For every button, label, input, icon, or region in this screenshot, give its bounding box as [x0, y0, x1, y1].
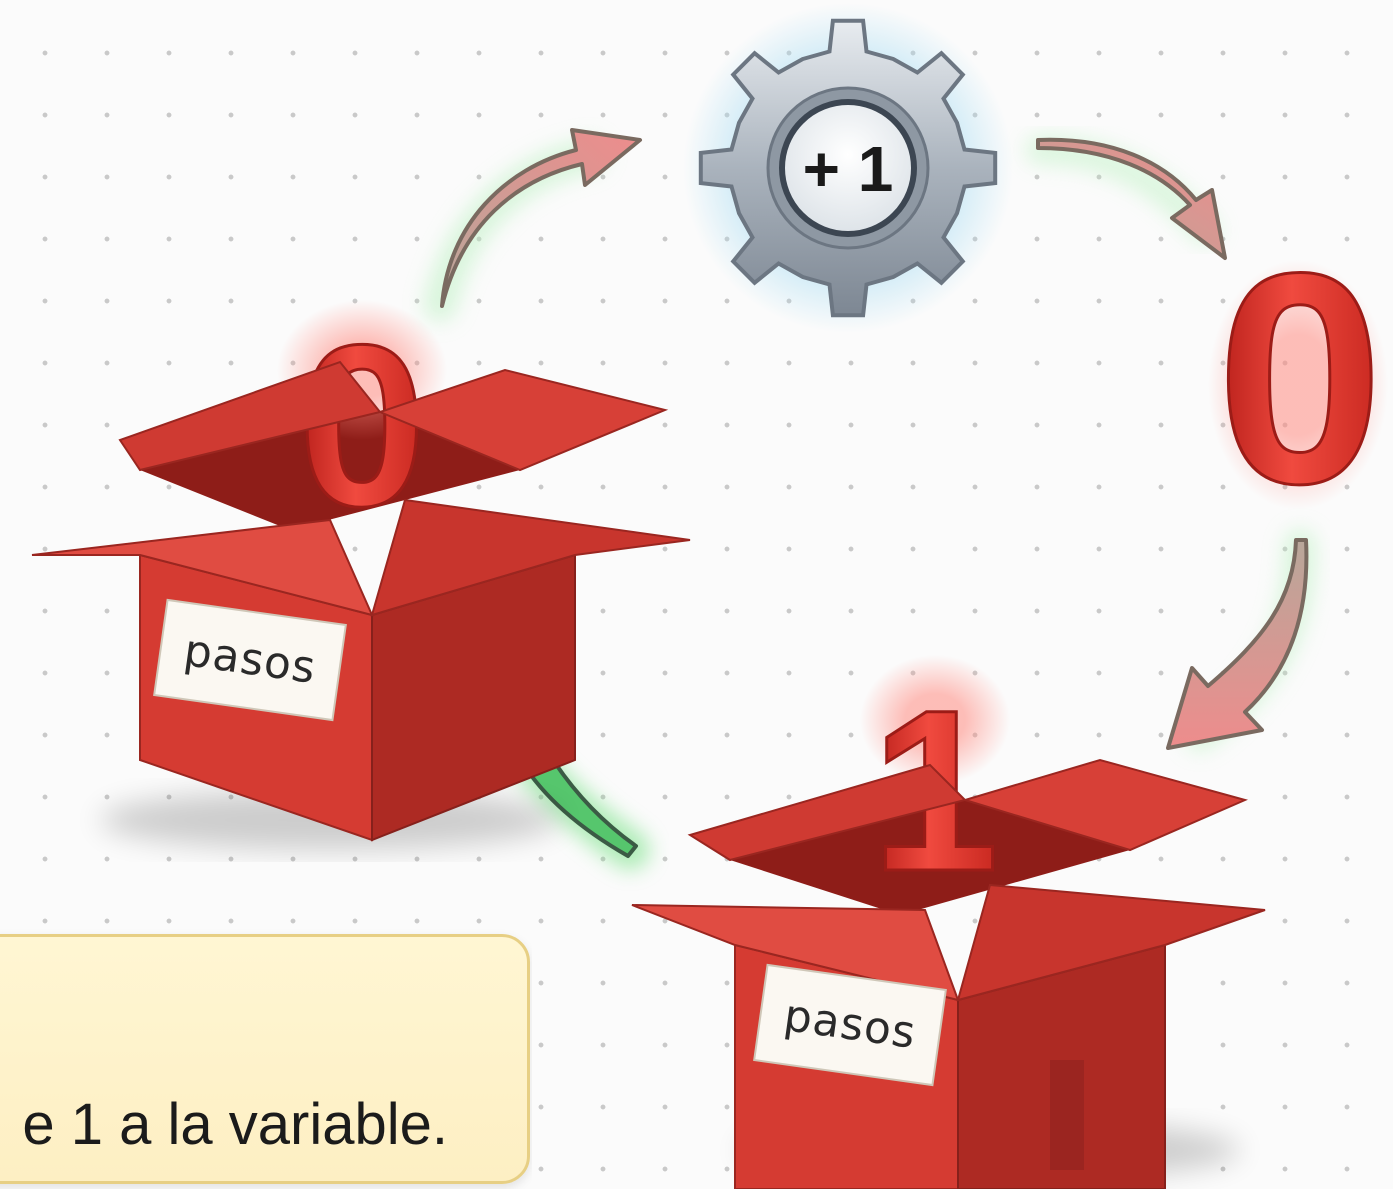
gear-operation-label: + 1	[803, 133, 894, 205]
transit-value-digit: 0	[1217, 210, 1384, 546]
caption-box	[0, 934, 530, 1184]
value-in-transit: 0	[1208, 209, 1388, 548]
arrow-to-gear	[423, 128, 642, 322]
arrow-gear-to-value	[1025, 135, 1227, 260]
arrow-value-to-box	[1166, 529, 1316, 751]
gear-icon: + 1	[683, 3, 1013, 333]
caption-text: e 1 a la variable.	[22, 1092, 448, 1157]
caption-clip: e 1 a la variable.	[0, 0, 532, 1189]
variable-box-before: 0 pasos	[31, 296, 691, 850]
variable-box-after: 1 pasos	[631, 655, 1266, 1189]
